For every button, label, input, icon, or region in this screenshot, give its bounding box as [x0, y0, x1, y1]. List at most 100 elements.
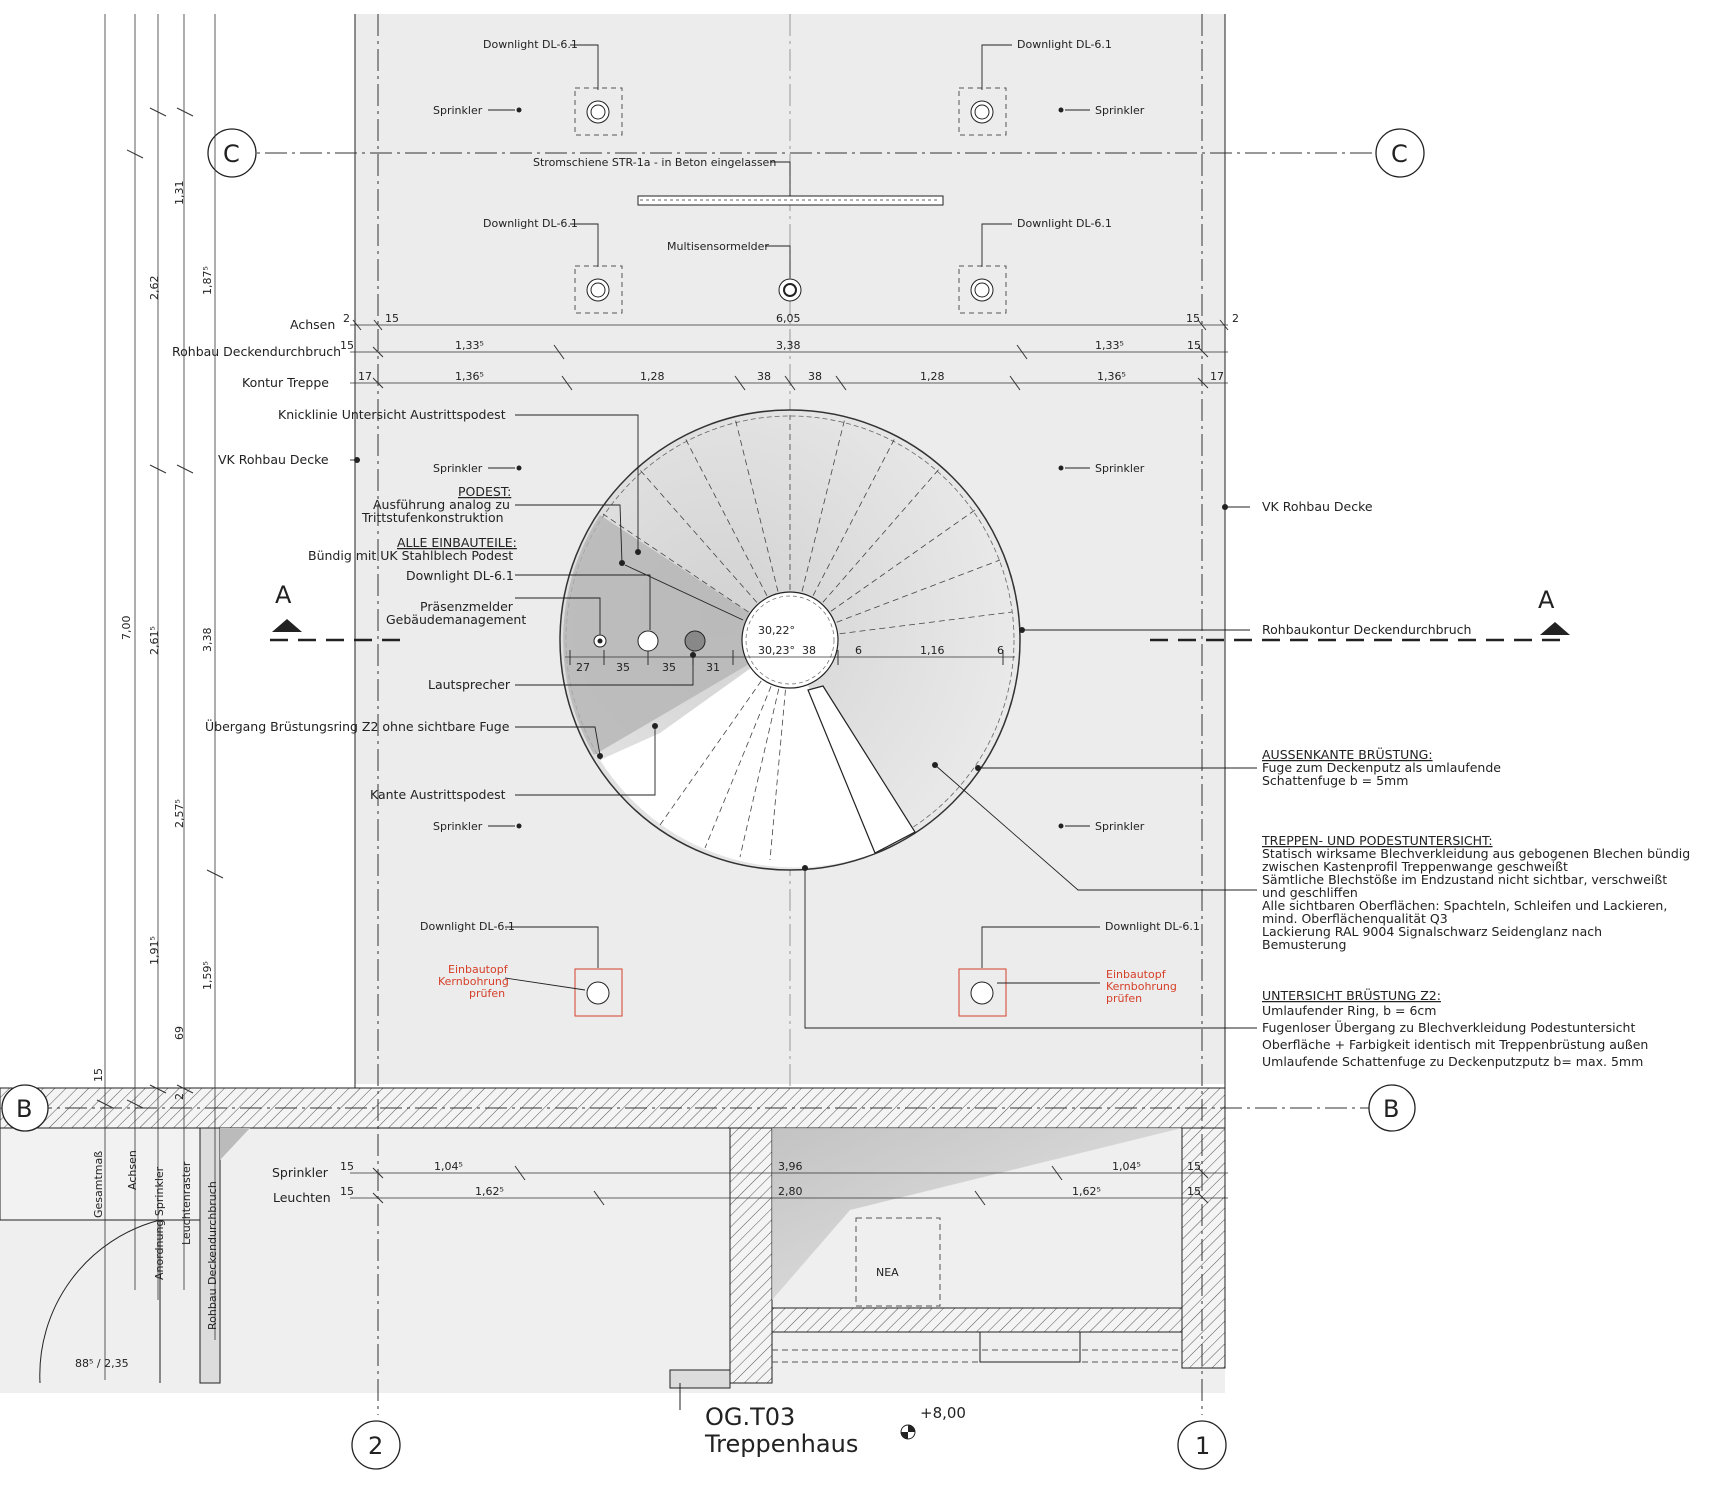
- right-notes: VK Rohbau Decke Rohbaukontur Deckendurch…: [1261, 499, 1690, 1069]
- einbautopf-label: prüfen: [1106, 992, 1142, 1005]
- downlight-label: Downlight DL-6.1: [1105, 920, 1200, 933]
- svg-text:Gesamtmaß: Gesamtmaß: [92, 1151, 105, 1218]
- svg-text:1,91⁵: 1,91⁵: [148, 936, 161, 965]
- spiral-stair: [559, 409, 1021, 871]
- svg-text:38: 38: [757, 370, 771, 383]
- svg-text:Alle sichtbaren Oberflächen: S: Alle sichtbaren Oberflächen: Spachteln, …: [1262, 898, 1667, 913]
- svg-text:Schattenfuge b = 5mm: Schattenfuge b = 5mm: [1262, 773, 1408, 788]
- svg-text:Gebäudemanagement: Gebäudemanagement: [386, 612, 526, 627]
- dimension-rows: [350, 319, 1229, 1206]
- svg-text:Knicklinie Untersicht Austritt: Knicklinie Untersicht Austrittspodest: [278, 407, 506, 422]
- axis-bubble-1: 1: [1177, 1420, 1227, 1470]
- svg-text:3,96: 3,96: [778, 1160, 803, 1173]
- svg-text:Trittstufenkonstruktion: Trittstufenkonstruktion: [361, 510, 504, 525]
- section-marker-a-right: A: [1150, 586, 1570, 642]
- svg-text:7,00: 7,00: [120, 616, 133, 641]
- svg-text:2: 2: [1232, 312, 1239, 325]
- vertical-dimensions: 1,31 2,62 1,87⁵ 7,00 2,61⁵ 3,38 2,57⁵ 1,…: [92, 14, 224, 1380]
- svg-text:15: 15: [340, 1160, 354, 1173]
- svg-text:A: A: [1538, 586, 1555, 614]
- svg-text:6: 6: [855, 644, 862, 657]
- svg-text:15: 15: [1187, 339, 1201, 352]
- svg-text:15: 15: [1187, 1185, 1201, 1198]
- door-dimension: 88⁵ / 2,35: [75, 1357, 129, 1370]
- svg-text:1,36⁵: 1,36⁵: [1097, 370, 1126, 383]
- svg-text:UNTERSICHT BRÜSTUNG Z2:: UNTERSICHT BRÜSTUNG Z2:: [1262, 987, 1441, 1003]
- svg-text:3,38: 3,38: [776, 339, 801, 352]
- nea-box: [855, 1217, 941, 1307]
- dim-row-label-leuchten: Leuchten: [273, 1190, 331, 1205]
- svg-text:und geschliffen: und geschliffen: [1262, 885, 1358, 900]
- svg-text:Anordnung Sprinkler: Anordnung Sprinkler: [153, 1166, 166, 1280]
- svg-text:Fuge zum Deckenputz als umlauf: Fuge zum Deckenputz als umlaufende: [1262, 760, 1501, 775]
- svg-text:AUSSENKANTE BRÜSTUNG:: AUSSENKANTE BRÜSTUNG:: [1262, 746, 1433, 762]
- downlight-label: Downlight DL-6.1: [1017, 217, 1112, 230]
- svg-text:Umlaufende Schattenfuge zu Dec: Umlaufende Schattenfuge zu Deckenputzput…: [1262, 1054, 1643, 1069]
- axis-bubble-2: 2: [351, 1420, 401, 1470]
- svg-text:VK Rohbau Decke: VK Rohbau Decke: [218, 452, 329, 467]
- rail-label: Stromschiene STR-1a - in Beton eingelass…: [533, 156, 776, 169]
- svg-text:30,23°: 30,23°: [758, 644, 795, 657]
- svg-text:Ausführung analog zu: Ausführung analog zu: [373, 497, 510, 512]
- svg-text:6: 6: [997, 644, 1004, 657]
- svg-text:Rohbau Deckendurchbruch: Rohbau Deckendurchbruch: [206, 1181, 219, 1330]
- downlight-label: Downlight DL-6.1: [420, 920, 515, 933]
- room-name: Treppenhaus: [704, 1430, 858, 1458]
- svg-text:Statisch wirksame Blechverklei: Statisch wirksame Blechverkleidung aus g…: [1262, 846, 1690, 861]
- svg-text:Kante Austrittspodest: Kante Austrittspodest: [370, 787, 506, 802]
- sprinkler-label: Sprinkler: [433, 820, 483, 833]
- room-level: +8,00: [920, 1404, 966, 1422]
- svg-text:Lautsprecher: Lautsprecher: [428, 677, 511, 692]
- svg-text:2: 2: [343, 312, 350, 325]
- svg-text:1,28: 1,28: [640, 370, 665, 383]
- nea-label: NEA: [876, 1266, 899, 1279]
- dim-values-rohbau: 15 1,33⁵ 3,38 1,33⁵ 15: [340, 339, 1201, 352]
- svg-text:B: B: [1383, 1095, 1399, 1123]
- einbautopf-label: Einbautopf: [1106, 968, 1167, 981]
- svg-text:Bündig mit UK Stahlblech Podes: Bündig mit UK Stahlblech Podest: [308, 548, 513, 563]
- dim-values-leuchten: 15 1,62⁵ 2,80 1,62⁵ 15: [340, 1185, 1201, 1198]
- svg-text:zwischen Kastenprofil Treppenw: zwischen Kastenprofil Treppenwange gesch…: [1262, 859, 1568, 874]
- sprinkler-label: Sprinkler: [1095, 462, 1145, 475]
- fixture-labels: Downlight DL-6.1 Downlight DL-6.1 Downli…: [420, 38, 1200, 1005]
- svg-text:1,33⁵: 1,33⁵: [455, 339, 484, 352]
- einbautopf-label: prüfen: [469, 987, 505, 1000]
- svg-text:2: 2: [368, 1432, 383, 1460]
- svg-text:Sämtliche Blechstöße im Endzus: Sämtliche Blechstöße im Endzustand nicht…: [1262, 872, 1667, 887]
- dim-values-kontur: 17 1,36⁵ 1,28 38 38 1,28 1,36⁵ 17: [358, 370, 1224, 383]
- podest-devices: [593, 630, 706, 652]
- svg-text:15: 15: [385, 312, 399, 325]
- door-swing: [39, 1219, 161, 1384]
- svg-text:Übergang Brüstungsring Z2 ohne: Übergang Brüstungsring Z2 ohne sichtbare…: [205, 718, 510, 734]
- svg-text:1,04⁵: 1,04⁵: [434, 1160, 463, 1173]
- svg-text:Fugenloser Übergang zu Blechve: Fugenloser Übergang zu Blechverkleidung …: [1262, 1019, 1635, 1035]
- axis-bubble-b-left: B: [1, 1084, 49, 1132]
- dim-row-label-kontur: Kontur Treppe: [242, 375, 329, 390]
- svg-text:TREPPEN- UND PODESTUNTERSICHT:: TREPPEN- UND PODESTUNTERSICHT:: [1261, 833, 1493, 848]
- svg-text:Umlaufender Ring, b = 6cm: Umlaufender Ring, b = 6cm: [1262, 1003, 1436, 1018]
- svg-text:B: B: [16, 1095, 32, 1123]
- sprinkler-label: Sprinkler: [1095, 104, 1145, 117]
- einbautopf-label: Kernbohrung: [1106, 980, 1177, 993]
- room-code: OG.T03: [705, 1403, 795, 1431]
- downlight-symbols: [574, 87, 1007, 1017]
- svg-text:15: 15: [1186, 312, 1200, 325]
- power-rail: [637, 195, 944, 206]
- svg-text:1,31: 1,31: [173, 181, 186, 206]
- svg-text:C: C: [223, 140, 240, 168]
- dim-row-label-rohbau: Rohbau Deckendurchbruch: [172, 344, 341, 359]
- svg-text:31: 31: [706, 661, 720, 674]
- svg-text:38: 38: [808, 370, 822, 383]
- section-marker-a-left: A: [270, 581, 400, 642]
- sprinkler-label: Sprinkler: [433, 462, 483, 475]
- downlight-label: Downlight DL-6.1: [483, 38, 578, 51]
- svg-text:17: 17: [1210, 370, 1224, 383]
- svg-text:Bemusterung: Bemusterung: [1262, 937, 1346, 952]
- left-notes: Knicklinie Untersicht Austrittspodest VK…: [205, 407, 526, 802]
- svg-text:15: 15: [340, 339, 354, 352]
- axis-bubble-c-right: C: [1375, 128, 1425, 178]
- svg-text:35: 35: [662, 661, 676, 674]
- sensor-label: Multisensormelder: [667, 240, 769, 253]
- stair-dimensions: 27 35 35 31 38 6 1,16 6 30,22° 30,23°: [565, 624, 1015, 674]
- svg-text:VK Rohbau Decke: VK Rohbau Decke: [1262, 499, 1373, 514]
